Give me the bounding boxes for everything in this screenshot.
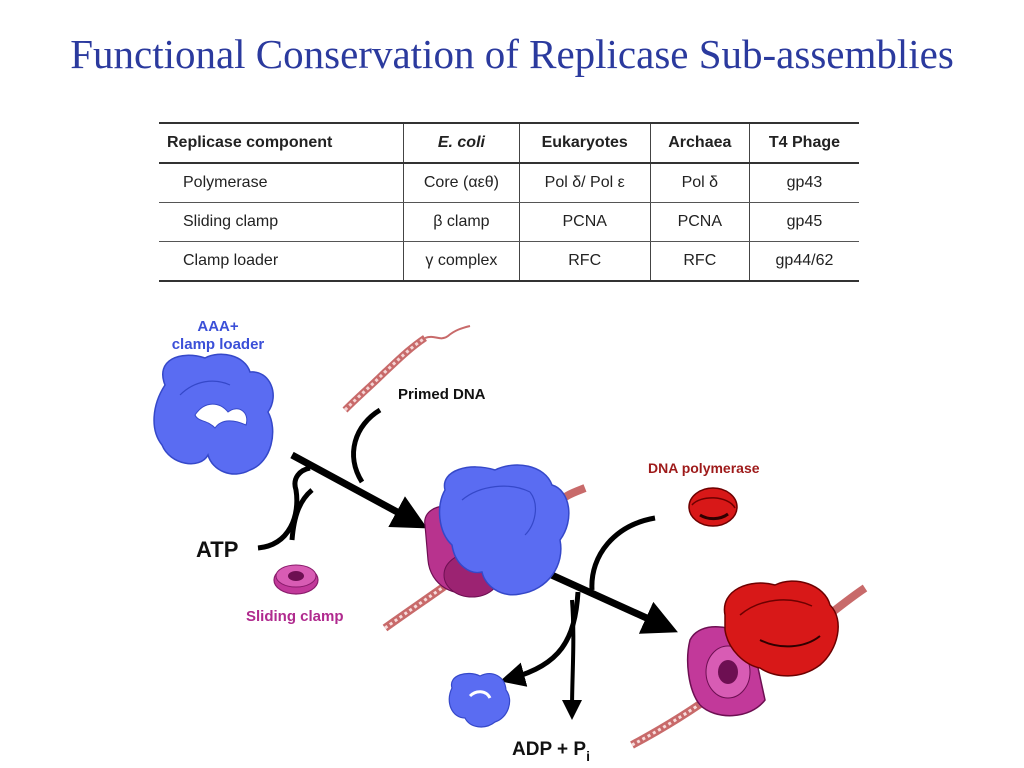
- table-row: Clamp loader γ complex RFC RFC gp44/62: [159, 241, 859, 282]
- cell-archaea: Pol δ: [649, 163, 750, 203]
- clamp-loading-diagram: AAA+ clamp loader Primed DNA ATP Sliding…: [153, 318, 868, 764]
- label-adp: ADP + P: [512, 739, 586, 760]
- polymerase-clamp-complex: [630, 580, 868, 749]
- arrow-to-polymerase: [543, 568, 678, 634]
- cell-ecoli: Core (αεθ): [403, 163, 520, 203]
- cell-component: Clamp loader: [159, 241, 404, 282]
- cell-eukaryotes: Pol δ/ Pol ε: [518, 163, 651, 203]
- label-atp: ATP: [196, 537, 238, 562]
- label-primed-dna: Primed DNA: [398, 386, 486, 403]
- label-dna-polymerase: DNA polymerase: [648, 460, 760, 476]
- label-adp-subscript: i: [586, 748, 590, 764]
- col-header-t4-phage: T4 Phage: [748, 122, 859, 164]
- slide-title: Functional Conservation of Replicase Sub…: [70, 31, 954, 77]
- arrow-clamp-input: [289, 488, 314, 541]
- col-header-archaea: Archaea: [649, 122, 750, 164]
- clamp-loader-shape: [153, 353, 274, 475]
- cell-component: Polymerase: [159, 163, 404, 203]
- cell-archaea: RFC: [649, 241, 750, 282]
- col-header-ecoli: E. coli: [403, 122, 520, 164]
- arrow-atp-input: [257, 465, 311, 551]
- cell-ecoli: γ complex: [403, 241, 520, 282]
- label-adp-pi: ADP + Pi: [512, 739, 590, 764]
- cell-t4-phage: gp45: [748, 202, 859, 242]
- table-row: Polymerase Core (αεθ) Pol δ/ Pol ε Pol δ…: [159, 163, 859, 203]
- label-clamp-loader: clamp loader: [172, 336, 265, 353]
- arrow-primed-dna-input: [351, 407, 382, 484]
- dna-polymerase-shape: [688, 487, 738, 527]
- cell-eukaryotes: PCNA: [518, 202, 651, 242]
- loaded-complex: [382, 464, 587, 632]
- col-header-eukaryotes: Eukaryotes: [518, 122, 651, 164]
- table-header-row: Replicase component E. coli Eukaryotes A…: [159, 122, 859, 164]
- released-clamp-loader: [448, 672, 511, 728]
- cell-eukaryotes: RFC: [518, 241, 651, 282]
- cell-ecoli: β clamp: [403, 202, 520, 242]
- col-header-component: Replicase component: [159, 122, 404, 164]
- cell-component: Sliding clamp: [159, 202, 404, 242]
- label-sliding-clamp: Sliding clamp: [246, 608, 344, 625]
- cell-t4-phage: gp44/62: [748, 241, 859, 282]
- label-aaa-plus: AAA+: [197, 318, 238, 335]
- sliding-clamp-shape: [273, 564, 319, 595]
- cell-archaea: PCNA: [649, 202, 750, 242]
- arrow-pi-release: [562, 599, 583, 720]
- arrow-loading: [290, 451, 428, 529]
- primed-dna-strand: [342, 325, 471, 413]
- cell-t4-phage: gp43: [748, 163, 859, 203]
- replicase-table: Replicase component E. coli Eukaryotes A…: [159, 122, 859, 282]
- table-row: Sliding clamp β clamp PCNA PCNA gp45: [159, 202, 859, 242]
- arrow-polymerase-input: [589, 515, 656, 591]
- arrow-adp-release: [499, 591, 581, 687]
